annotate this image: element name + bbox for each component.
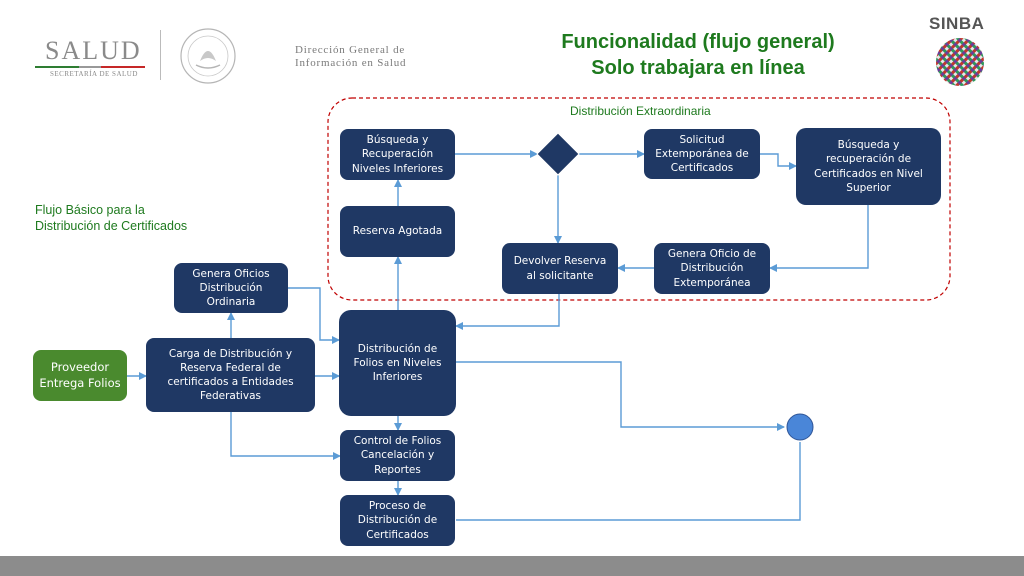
decision-diamond bbox=[536, 132, 580, 176]
sinba-logo-text: SINBA bbox=[929, 14, 985, 33]
arrow-proceso-fin bbox=[456, 442, 801, 521]
extraordinaria-region bbox=[327, 97, 951, 301]
proveedor-node: Proveedor Entrega Folios bbox=[33, 350, 127, 401]
genera-oficio-extemporanea-node: Genera Oficio de Distribución Extemporán… bbox=[654, 243, 770, 294]
arrow-solicitud-superior bbox=[760, 153, 797, 170]
arrow-superior-oficio bbox=[769, 205, 869, 272]
arrow-oficios-distribucion bbox=[288, 287, 340, 344]
flujo-basico-line1: Flujo Básico para la bbox=[35, 203, 145, 217]
footer-bar bbox=[0, 556, 1024, 576]
salud-logo-text: SALUD bbox=[45, 36, 142, 65]
proceso-distribucion-node: Proceso de Distribución de Certificados bbox=[340, 495, 455, 546]
genera-oficios-node: Genera Oficios Distribución Ordinaria bbox=[174, 263, 288, 313]
end-circle bbox=[786, 413, 814, 441]
solicitud-extemporanea-node: Solicitud Extemporánea de Certificados bbox=[644, 129, 760, 179]
carga-node: Carga de Distribución y Reserva Federal … bbox=[146, 338, 315, 412]
busqueda-superior-node: Búsqueda y recuperación de Certificados … bbox=[796, 128, 941, 205]
mexico-seal-icon bbox=[180, 28, 236, 84]
dgis-line1: Dirección General de bbox=[295, 44, 406, 56]
arrow-distribucion-fin bbox=[456, 361, 785, 431]
secretaria-text: SECRETARÍA DE SALUD bbox=[50, 70, 138, 78]
title-line2: Solo trabajara en línea bbox=[591, 57, 805, 79]
busqueda-inferiores-node: Búsqueda y Recuperación Niveles Inferior… bbox=[340, 129, 455, 180]
devolver-reserva-node: Devolver Reserva al solicitante bbox=[502, 243, 618, 294]
flujo-basico-line2: Distribución de Certificados bbox=[35, 219, 188, 233]
sinba-globe-icon bbox=[936, 38, 984, 86]
flujo-basico-label: Flujo Básico para la Distribución de Cer… bbox=[35, 202, 187, 234]
title-line1: Funcionalidad (flujo general) bbox=[561, 31, 835, 53]
dgis-line2: Información en Salud bbox=[295, 57, 407, 69]
distribucion-folios-node: Distribución de Folios en Niveles Inferi… bbox=[339, 310, 456, 416]
salud-logo-underline bbox=[35, 66, 145, 68]
reserva-agotada-node: Reserva Agotada bbox=[340, 206, 455, 257]
logo-divider bbox=[160, 30, 161, 80]
arrow-devolver-distribucion bbox=[455, 294, 560, 330]
page-title: Funcionalidad (flujo general) Solo traba… bbox=[520, 29, 876, 81]
dgis-text: Dirección General de Información en Salu… bbox=[295, 44, 406, 70]
control-folios-node: Control de Folios Cancelación y Reportes bbox=[340, 430, 455, 481]
distribucion-extraordinaria-label: Distribución Extraordinaria bbox=[570, 104, 711, 118]
arrow-carga-control bbox=[230, 412, 341, 460]
